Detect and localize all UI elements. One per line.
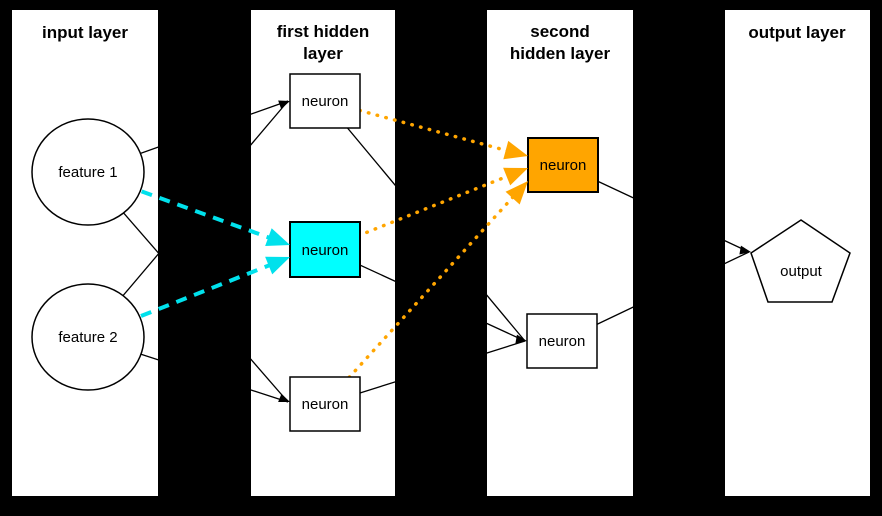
output-pentagon <box>750 219 851 303</box>
cyan-arrowheads <box>265 228 290 275</box>
node-h1-middle-neuron-highlighted-cyan: neuron <box>289 221 361 278</box>
h2-top-neuron-box <box>527 137 599 193</box>
output-label: output <box>780 263 823 280</box>
input-layer-panel <box>12 10 158 496</box>
h2-bottom-neuron-label: neuron <box>539 333 586 350</box>
arrowhead-into-output <box>739 245 751 255</box>
edge-h1mid-to-h2top <box>323 174 510 251</box>
cyan-edges <box>87 170 271 339</box>
h1-bottom-neuron-label: neuron <box>302 396 349 413</box>
node-feature-2: feature 2 <box>31 283 145 391</box>
layer-panel-second-hidden: second hidden layer <box>487 10 633 496</box>
orange-arrowhead-from-h1top <box>503 140 528 160</box>
h1-middle-neuron-label: neuron <box>302 242 349 259</box>
second-hidden-layer-panel <box>487 10 633 496</box>
node-output-pentagon: output <box>750 219 851 303</box>
cyan-arrowhead-from-feature2 <box>265 256 290 275</box>
h1-top-neuron-label: neuron <box>302 93 349 110</box>
edge-feature2-to-h1mid <box>87 263 271 339</box>
arrowhead-into-h1top <box>278 100 290 109</box>
feature2-circle <box>31 283 145 391</box>
arrowhead-into-h2bot <box>515 334 527 344</box>
node-feature-1: feature 1 <box>31 118 145 226</box>
arrowhead-into-h1bot <box>278 393 290 403</box>
feature2-label: feature 2 <box>58 329 117 346</box>
node-h2-top-neuron-highlighted-orange: neuron <box>527 137 599 193</box>
node-h2-bottom-neuron: neuron <box>526 313 598 369</box>
orange-arrowhead-from-h1bot <box>505 181 528 205</box>
cyan-arrowhead-from-feature1 <box>265 228 290 247</box>
h2-bottom-neuron-box <box>526 313 598 369</box>
feature1-label: feature 1 <box>58 164 117 181</box>
edge-h1bot-to-h2top <box>323 195 515 406</box>
h1-bottom-neuron-box <box>289 376 361 432</box>
h1-top-neuron-box <box>289 73 361 129</box>
node-h1-bottom-neuron: neuron <box>289 376 361 432</box>
orange-arrowhead-from-h1mid <box>503 167 528 186</box>
edge-h1top-to-h2bot <box>324 100 526 342</box>
black-arrowheads <box>278 100 751 403</box>
edge-feature1-to-h1mid <box>87 170 271 240</box>
second-hidden-layer-title-line1: second <box>530 22 590 41</box>
h2-top-neuron-label: neuron <box>540 157 587 174</box>
first-hidden-layer-title-line2: layer <box>303 44 343 63</box>
second-hidden-layer-title-line2: hidden layer <box>510 44 611 63</box>
feature1-circle <box>31 118 145 226</box>
layer-panel-input: input layer <box>12 10 158 496</box>
orange-arrowheads <box>503 140 528 205</box>
orange-edges <box>323 99 515 406</box>
h1-middle-neuron-box <box>289 221 361 278</box>
first-hidden-layer-title-line1: first hidden <box>277 22 370 41</box>
input-layer-title: input layer <box>42 23 128 42</box>
output-layer-title: output layer <box>748 23 846 42</box>
node-h1-top-neuron: neuron <box>289 73 361 129</box>
